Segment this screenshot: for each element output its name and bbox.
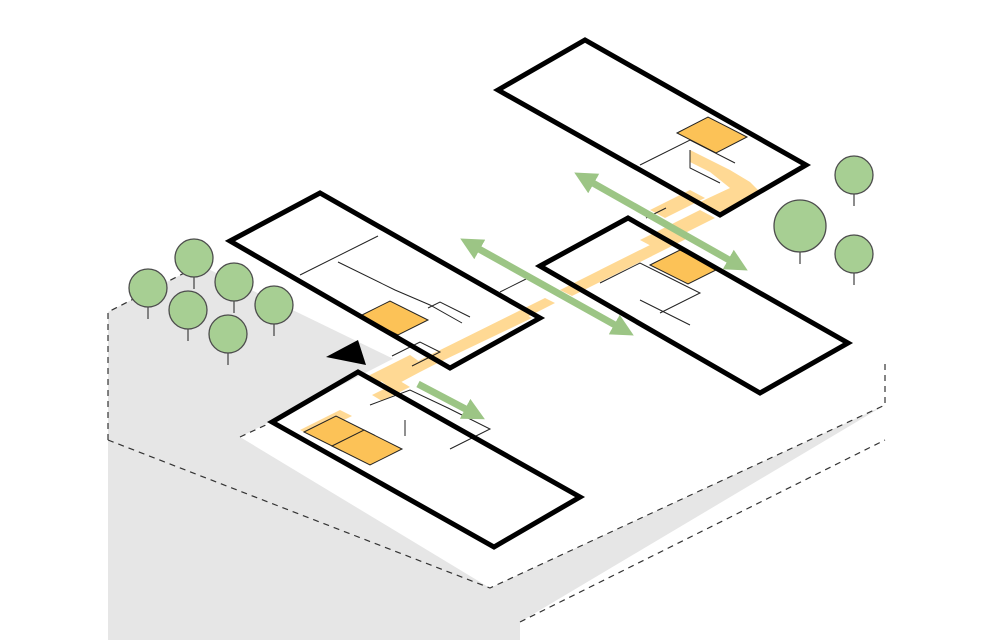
core-west	[358, 300, 430, 336]
core-south-secondary	[330, 429, 404, 466]
site-boundary	[107, 360, 886, 589]
northeast-view	[574, 172, 748, 271]
partition	[499, 277, 529, 293]
tree-crown	[128, 268, 168, 308]
site-boundary	[519, 439, 886, 623]
tree-crown	[834, 155, 874, 195]
tree-crown	[214, 262, 254, 302]
south-view	[416, 380, 485, 420]
tree-7	[834, 155, 874, 206]
tree-crown	[174, 238, 214, 278]
tree-2	[128, 268, 168, 319]
partition	[337, 261, 463, 324]
tree-crown	[773, 199, 827, 253]
partition	[639, 139, 736, 166]
central-view	[460, 238, 634, 336]
tree-crown	[168, 290, 208, 330]
tree-5	[254, 285, 294, 336]
core-east	[648, 249, 720, 285]
partition	[639, 299, 691, 326]
tree-1	[174, 238, 214, 289]
core-northeast	[675, 116, 749, 154]
tree-crown	[208, 314, 248, 354]
partition	[391, 341, 442, 367]
site-white-area	[240, 280, 885, 588]
view-arrows	[416, 172, 748, 420]
partition	[299, 235, 379, 276]
tree-8	[773, 199, 827, 264]
cores	[302, 116, 749, 466]
tree-crown	[254, 285, 294, 325]
tree-crown	[834, 234, 874, 274]
main-entrance	[326, 340, 366, 365]
corridor	[366, 355, 420, 384]
northeast-wing	[492, 37, 812, 218]
site-boundary	[239, 422, 271, 438]
tree-3	[214, 262, 254, 313]
tree-6	[208, 314, 248, 365]
partition	[427, 301, 471, 318]
tree-4	[168, 290, 208, 341]
tree-9	[834, 234, 874, 285]
south-wing	[266, 369, 586, 550]
trees	[128, 155, 874, 365]
